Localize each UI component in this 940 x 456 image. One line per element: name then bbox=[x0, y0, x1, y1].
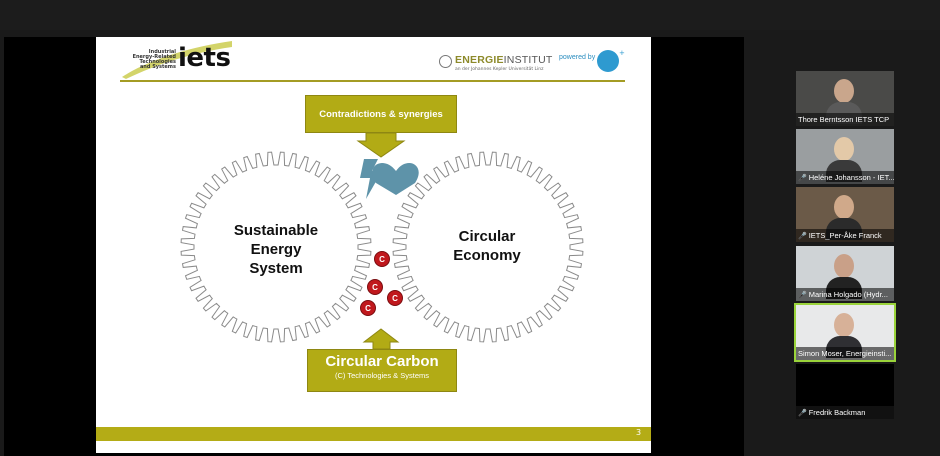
participant-tile-active-speaker[interactable]: Simon Moser, Energieinsti... bbox=[796, 305, 894, 360]
mic-muted-icon: 🎤 bbox=[798, 292, 807, 299]
participant-tile[interactable]: 🎤Marina Holgado (Hydr... bbox=[796, 246, 894, 301]
carbon-badge: C bbox=[374, 251, 390, 267]
callout-bottom-arrow bbox=[364, 329, 398, 349]
participant-name: Simon Moser, Energieinsti... bbox=[796, 347, 894, 360]
participant-name: 🎤Marina Holgado (Hydr... bbox=[796, 288, 894, 301]
gear-right-label: Circular Economy bbox=[427, 227, 547, 265]
participant-tile[interactable]: Thore Berntsson IETS TCP bbox=[796, 71, 894, 126]
participant-name: 🎤IETS_Per-Åke Franck bbox=[796, 229, 894, 242]
participant-tile[interactable]: 🎤Heléne Johansson - IET... bbox=[796, 129, 894, 184]
presentation-slide: Industrial Energy-Related Technologies a… bbox=[96, 37, 651, 453]
mic-muted-icon: 🎤 bbox=[798, 175, 807, 182]
callout-top-arrow bbox=[358, 133, 404, 157]
slide-footer-bar bbox=[96, 427, 651, 441]
contradictions-synergies-callout: Contradictions & synergies bbox=[305, 95, 457, 133]
participant-name: Thore Berntsson IETS TCP bbox=[796, 113, 894, 126]
mic-muted-icon: 🎤 bbox=[798, 233, 807, 240]
circular-carbon-callout: Circular Carbon (C) Technologies & Syste… bbox=[307, 349, 457, 392]
circular-carbon-subtitle: (C) Technologies & Systems bbox=[308, 371, 456, 380]
circular-carbon-title: Circular Carbon bbox=[308, 353, 456, 370]
carbon-badge: C bbox=[367, 279, 383, 295]
participant-name: 🎤Heléne Johansson - IET... bbox=[796, 171, 894, 184]
mic-muted-icon: 🎤 bbox=[798, 410, 807, 417]
gear-left-label: Sustainable Energy System bbox=[216, 221, 336, 278]
slide-page-number: 3 bbox=[636, 428, 641, 437]
carbon-badge: C bbox=[360, 300, 376, 316]
meeting-top-bar bbox=[0, 0, 940, 30]
participant-name: 🎤Fredrik Backman bbox=[796, 406, 894, 419]
heart-icon bbox=[372, 163, 418, 195]
carbon-badge: C bbox=[387, 290, 403, 306]
participant-tile[interactable]: 🎤IETS_Per-Åke Franck bbox=[796, 187, 894, 242]
